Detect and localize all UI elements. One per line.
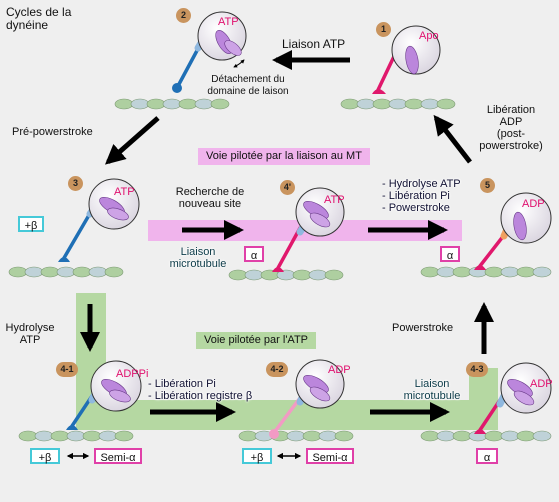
motor-3-foot	[58, 257, 70, 262]
state-label-atp: ATP	[218, 16, 239, 28]
step-badge: 1	[376, 22, 391, 37]
step-badge: 4-1	[56, 362, 78, 377]
motor-5-lobe-a	[513, 211, 527, 241]
detach-double-arrow-icon	[233, 59, 245, 68]
label-pre-powerstroke: Pré-powerstroke	[12, 126, 93, 138]
state-label-adp: ADP	[522, 198, 545, 210]
beta-register-box: +β	[30, 448, 60, 464]
semi-alpha-register-box: Semi-α	[306, 448, 354, 464]
motor-4-3-lobe-b	[513, 390, 535, 406]
motor-4-1-lobe-b	[109, 389, 131, 403]
label-hydrolyse-atp: Hydrolyse ATP	[5, 322, 55, 346]
motor-4-prime-foot	[272, 267, 284, 272]
atp-pathway-label: Voie pilotée par l'ATP	[196, 332, 317, 349]
arrow-pre-powerstroke	[104, 116, 160, 165]
motor-4-2-foot	[269, 429, 279, 439]
motor-4-1-foot	[66, 425, 78, 430]
dynein-motor-4-1	[66, 360, 142, 430]
microtubule-track-top-right	[340, 98, 456, 110]
label-liaison-microtubule: Liaison microtubule	[403, 378, 461, 402]
motor-1-head	[391, 25, 441, 75]
dynein-motor-3	[58, 178, 140, 262]
dynein-motor-1	[372, 25, 441, 94]
motor-3-lobe-b	[107, 207, 129, 221]
microtubule-track-bottom-right	[420, 430, 552, 442]
mt-pathway-label: Voie pilotée par la liaison au MT	[198, 148, 370, 165]
alpha-register-box: α	[476, 448, 498, 464]
beta-register-box: +β	[242, 448, 272, 464]
motor-2-stalk	[176, 43, 202, 88]
step-badge: 3	[68, 176, 83, 191]
motor-1-foot	[372, 89, 386, 94]
motor-4-2-stalk	[274, 396, 302, 432]
label-liaison-microtubule: Liaison microtubule	[169, 246, 227, 270]
microtubule-track-middle-right	[420, 266, 552, 278]
dynein-motor-4-prime	[272, 187, 345, 272]
microtubule-track-middle-left	[8, 266, 124, 278]
microtubule-track-middle-center	[228, 269, 344, 281]
dynein-motor-4-3	[474, 362, 552, 434]
dynein-motor-5	[474, 192, 552, 270]
motor-5-head	[500, 192, 552, 244]
state-label-apo: Apo	[419, 30, 439, 42]
atp-pathway-band	[76, 293, 498, 430]
step-badge: 5	[480, 178, 495, 193]
motor-3-stalk	[62, 208, 94, 260]
state-label-adp: ADP	[530, 378, 553, 390]
motor-2-stalk-foot	[172, 83, 182, 93]
state-label-atp: ATP	[324, 194, 345, 206]
state-label-adppi: ADPPi	[116, 368, 149, 380]
label-recherche: Recherche de nouveau site	[175, 186, 245, 210]
step-badge: 4-3	[466, 362, 488, 377]
label-liaison-atp: Liaison ATP	[282, 37, 346, 51]
step-badge: 2	[176, 8, 191, 23]
state-label-atp: ATP	[114, 186, 135, 198]
label-liberation-pi-list: - Libération Pi - Libération registre β	[148, 378, 253, 402]
label-hydrolyse-list: - Hydrolyse ATP - Libération Pi - Powers…	[382, 178, 461, 214]
arrow-liberation-adp	[433, 114, 472, 164]
dynein-motor-2	[172, 11, 247, 93]
beta-register-box: +β	[18, 216, 44, 232]
alpha-register-box: α	[244, 246, 264, 262]
step-badge: 4'	[280, 180, 295, 195]
state-label-adp: ADP	[328, 364, 351, 376]
diagram-title: Cycles de la dynéine	[6, 5, 72, 32]
microtubule-track-bottom-center	[238, 430, 354, 442]
alpha-register-box: α	[440, 246, 460, 262]
dynein-motor-4-2	[269, 359, 345, 439]
motor-4-prime-lobe-b	[309, 212, 331, 228]
microtubule-track-top-left	[114, 98, 230, 110]
motor-4-2-lobe-b	[309, 386, 331, 402]
motor-4-prime-stalk	[276, 226, 302, 270]
motor-2-lobe-b	[224, 40, 242, 56]
semi-alpha-register-box: Semi-α	[94, 448, 142, 464]
label-liberation-adp: Libération ADP (post- powerstroke)	[479, 104, 543, 152]
label-detachement: Détachement du domaine de laison	[207, 74, 289, 97]
microtubule-track-bottom-left	[18, 430, 134, 442]
motor-4-3-foot	[474, 429, 486, 434]
motor-1-lobe-a	[405, 45, 419, 75]
motor-5-foot	[474, 265, 486, 270]
label-powerstroke: Powerstroke	[392, 322, 454, 334]
step-badge: 4-2	[266, 362, 288, 377]
